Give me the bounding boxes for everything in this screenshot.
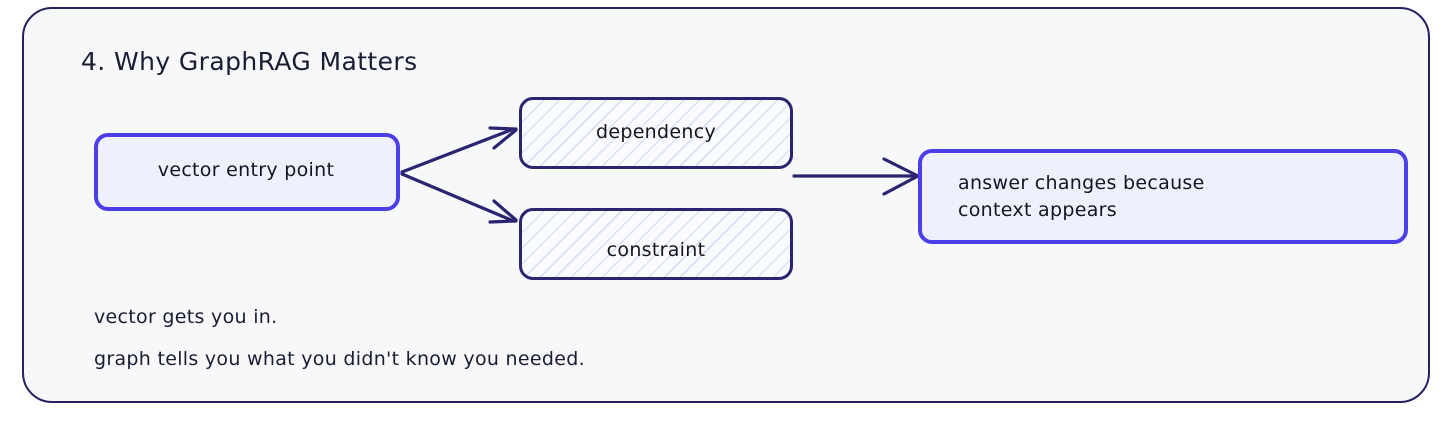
- caption-line-2: graph tells you what you didn't know you…: [94, 348, 585, 370]
- node-constraint-label: constraint: [606, 238, 706, 261]
- node-vector-entry-point-label: vector entry point: [157, 158, 335, 181]
- node-answer-changes-label: answer changes because context appears: [958, 171, 1205, 221]
- caption-line-1: vector gets you in.: [94, 306, 278, 328]
- diagram-frame: 4. Why GraphRAG Matters: [22, 7, 1430, 403]
- edge-dependency-answer-arrow: [792, 157, 920, 196]
- node-dependency-label: dependency: [595, 120, 717, 143]
- page-title: 4. Why GraphRAG Matters: [81, 47, 418, 76]
- caption-block: vector gets you in. graph tells you what…: [94, 306, 585, 370]
- node-answer-changes[interactable]: answer changes because context appears: [918, 149, 1408, 244]
- edge-vector-dependency-arrow: [400, 126, 518, 174]
- node-dependency[interactable]: dependency: [519, 97, 793, 169]
- node-vector-entry-point[interactable]: vector entry point: [94, 133, 400, 211]
- edge-vector-constraint-arrow: [400, 172, 518, 224]
- node-constraint[interactable]: constraint: [519, 208, 793, 280]
